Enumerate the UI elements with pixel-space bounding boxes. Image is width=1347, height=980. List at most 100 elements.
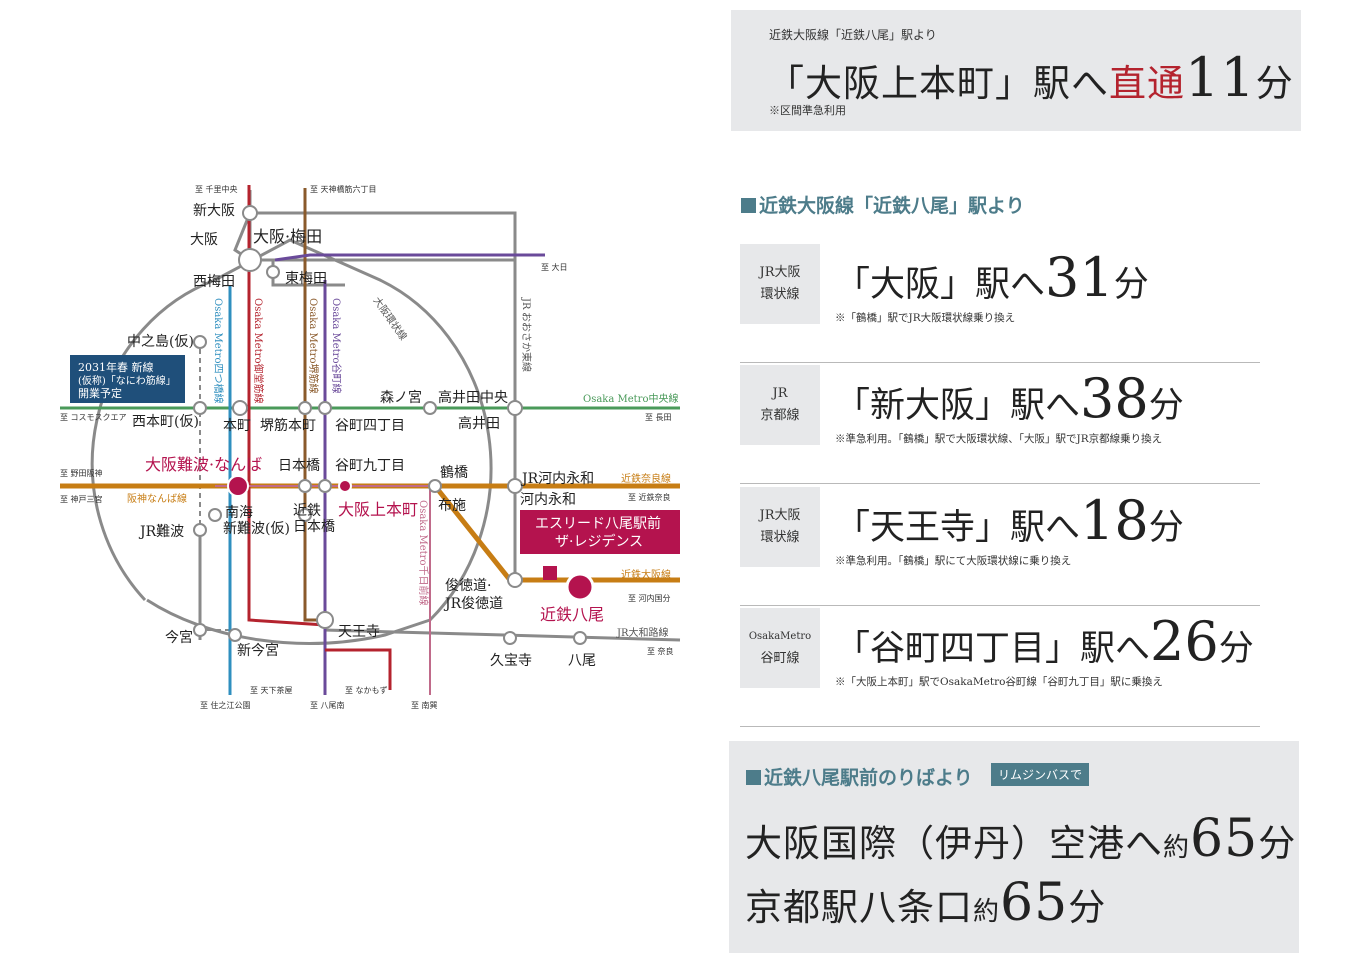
dest-kintetsu-nara: 至 近鉄奈良 <box>628 492 671 502</box>
new-line-box <box>70 355 185 403</box>
section-square-icon <box>741 198 756 213</box>
route-badge: JR大阪環状線 <box>740 244 820 324</box>
label-shin-osaka: 新大阪 <box>193 203 235 219</box>
route-note: ※「鶴橋」駅でJR大阪環状線乗り換え <box>835 312 1016 324</box>
station-uehonmachi-highlight <box>338 479 352 493</box>
dest-minami-tatsumi: 至 南巽 <box>411 700 438 710</box>
route-note: ※準急利用。「鶴橋」駅で大阪環状線、「大阪」駅でJR京都線乗り換え <box>835 433 1163 445</box>
label-shin-imamiya: 新今宮 <box>237 643 279 659</box>
station-morinomiya <box>423 401 437 415</box>
dest-nara: 至 奈良 <box>647 646 674 656</box>
section-title-text: 近鉄大阪線「近鉄八尾」駅より <box>759 195 1025 217</box>
midosuji-line <box>247 185 326 627</box>
label-tennoji: 天王寺 <box>338 624 380 640</box>
label-nippombashi: 日本橋 <box>278 458 320 474</box>
station-higashi-umeda <box>266 265 280 279</box>
tanimachi-line-north <box>274 253 545 262</box>
label-tanimachi9: 谷町九丁目 <box>335 458 405 474</box>
label-imamiya: 今宮 <box>165 630 193 646</box>
label-higashi-umeda: 東梅田 <box>285 271 327 287</box>
direct-route-note: ※区間準急利用 <box>769 104 846 117</box>
route-dest: 「新大阪」駅へ38分 <box>835 367 1184 430</box>
station-nankai-namba <box>208 508 222 522</box>
station-namba-highlight <box>227 475 249 497</box>
label-kintetsu-nippombashi-2: 日本橋 <box>293 519 335 535</box>
label-takaida-chuo: 高井田中央 <box>438 389 508 406</box>
line-label-kintetsu-nara: 近鉄奈良線 <box>621 472 671 485</box>
label-jr-kawachi-eiwa: JR河内永和 <box>520 471 594 487</box>
direct-route-sub: 近鉄大阪線「近鉄八尾」駅より <box>769 28 937 42</box>
new-line-text-1: 2031年春 新線 <box>78 360 154 374</box>
section-square-icon <box>746 770 761 785</box>
station-yao <box>573 631 587 645</box>
direct-route-box: 近鉄大阪線「近鉄八尾」駅より 「大阪上本町」駅へ直通11分 ※区間準急利用 <box>731 10 1301 131</box>
bus-route-itami: 大阪国際（伊丹）空港へ約65分 <box>745 809 1297 869</box>
label-takaida: 高井田 <box>458 415 500 432</box>
station-kintetsu-nippombashi <box>298 508 312 522</box>
dest-tenga-chaya: 至 天下茶屋 <box>250 685 293 695</box>
label-tanimachi4: 谷町四丁目 <box>335 418 405 434</box>
label-yao: 八尾 <box>568 653 596 669</box>
line-label-sennichimae: Osaka Metro千日前線 <box>417 500 430 605</box>
label-honmachi: 本町 <box>223 418 251 434</box>
route-badge: JR大阪環状線 <box>740 487 820 567</box>
direct-route-minutes: 11 <box>1185 46 1256 109</box>
station-sakaisuji-honmachi <box>298 401 312 415</box>
station-tanimachi9 <box>318 479 332 493</box>
label-nishi-honmachi: 西本町(仮) <box>132 414 199 430</box>
dest-noda-hanshin: 至 野田阪神 <box>60 468 103 478</box>
direct-route-direct: 直通 <box>1109 62 1185 105</box>
red-south-line <box>325 648 392 690</box>
dest-nagata: 至 長田 <box>645 413 672 422</box>
property-text-2: ザ·レジデンス <box>555 533 643 550</box>
new-line-text-2: (仮称)「なにわ筋線」 <box>78 374 176 387</box>
dest-kawachi-kokubu: 至 河内国分 <box>628 593 671 603</box>
route-row-osaka: JR大阪環状線 「大阪」駅へ31分 ※「鶴橋」駅でJR大阪環状線乗り換え <box>740 244 1260 363</box>
route-note: ※準急利用。「鶴橋」駅にて大阪環状線に乗り換え <box>835 555 1072 567</box>
label-umeda: 大阪·梅田 <box>253 227 322 246</box>
station-shin-osaka <box>242 205 258 221</box>
dest-tenjinbashi: 至 天神橋筋六丁目 <box>310 184 377 194</box>
label-nakanoshima: 中之島(仮) <box>127 334 194 350</box>
dest-senri: 至 千里中央 <box>195 184 238 194</box>
route-map: 新大阪 大阪 大阪·梅田 西梅田 東梅田 中之島(仮) 西本町(仮) 本町 堺筋… <box>60 184 681 710</box>
route-row-tennoji: JR大阪環状線 「天王寺」駅へ18分 ※準急利用。「鶴橋」駅にて大阪環状線に乗り… <box>740 487 1260 606</box>
station-kawachi-eiwa <box>507 478 523 494</box>
station-nippombashi <box>298 479 312 493</box>
label-nishi-umeda: 西梅田 <box>193 274 235 290</box>
station-shuntokumichi <box>507 572 523 588</box>
property-marker <box>543 566 557 580</box>
dest-nakamozu: 至 なかもず <box>345 685 388 695</box>
line-label-hanshin-namba: 阪神なんば線 <box>127 492 187 505</box>
station-nishi-honmachi <box>193 401 207 415</box>
station-tennoji <box>316 611 334 629</box>
line-label-chuo: Osaka Metro中央線 <box>583 392 678 405</box>
line-label-midosuji: Osaka Metro御堂筋線 <box>252 298 265 403</box>
dest-taisho: 至 大日 <box>541 262 568 272</box>
line-label-kintetsu-osaka: 近鉄大阪線 <box>621 568 671 581</box>
label-namba: 大阪難波·なんば <box>145 455 262 474</box>
new-line-text-3: 開業予定 <box>78 386 122 400</box>
station-nakanoshima <box>193 335 207 349</box>
bus-route-kyoto: 京都駅八条口約65分 <box>745 873 1107 933</box>
line-label-jr-yamatoji: JR大和路線 <box>616 626 669 639</box>
label-kyuhoji: 久宝寺 <box>490 653 532 669</box>
line-label-osaka-higashi-1: JR <box>520 297 531 310</box>
property-box <box>520 510 680 554</box>
section-title-kintetsu: 近鉄大阪線「近鉄八尾」駅より <box>741 191 1025 218</box>
station-kyuhoji <box>503 631 517 645</box>
label-fuse: 布施 <box>438 498 466 514</box>
route-dest: 「谷町四丁目」駅へ26分 <box>835 610 1254 673</box>
line-label-loop: 大阪環状線 <box>371 294 410 342</box>
line-label-osaka-higashi-2: おおさか東線 <box>520 312 533 372</box>
dest-yaominami: 至 八尾南 <box>310 700 345 710</box>
label-sakaisuji-honmachi: 堺筋本町 <box>260 417 316 434</box>
station-honmachi <box>232 400 248 416</box>
label-uehonmachi: 大阪上本町 <box>338 500 418 519</box>
station-takaida <box>507 400 523 416</box>
route-dest: 「天王寺」駅へ18分 <box>835 489 1184 552</box>
direct-route-main: 「大阪上本町」駅へ直通11分 <box>767 48 1294 114</box>
